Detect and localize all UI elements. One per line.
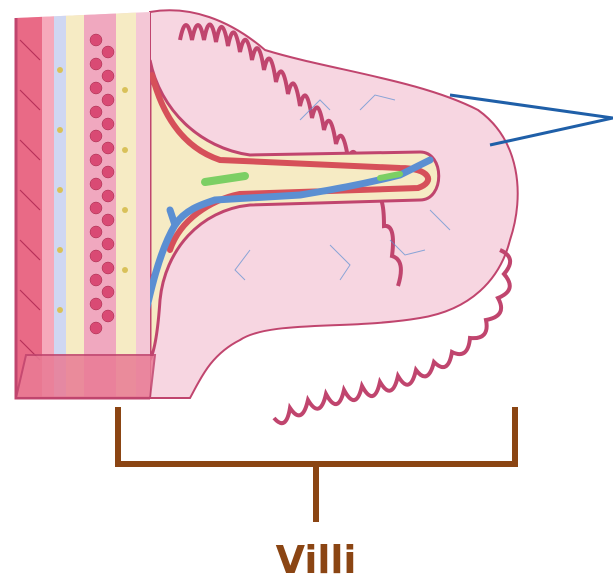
villi-bracket bbox=[118, 407, 515, 522]
pointer-line-lower bbox=[490, 118, 613, 145]
villi-label: Villi bbox=[246, 538, 386, 582]
vein-branch bbox=[170, 210, 175, 225]
wall-bottom-face bbox=[16, 355, 155, 398]
lacteal-2 bbox=[380, 174, 400, 178]
